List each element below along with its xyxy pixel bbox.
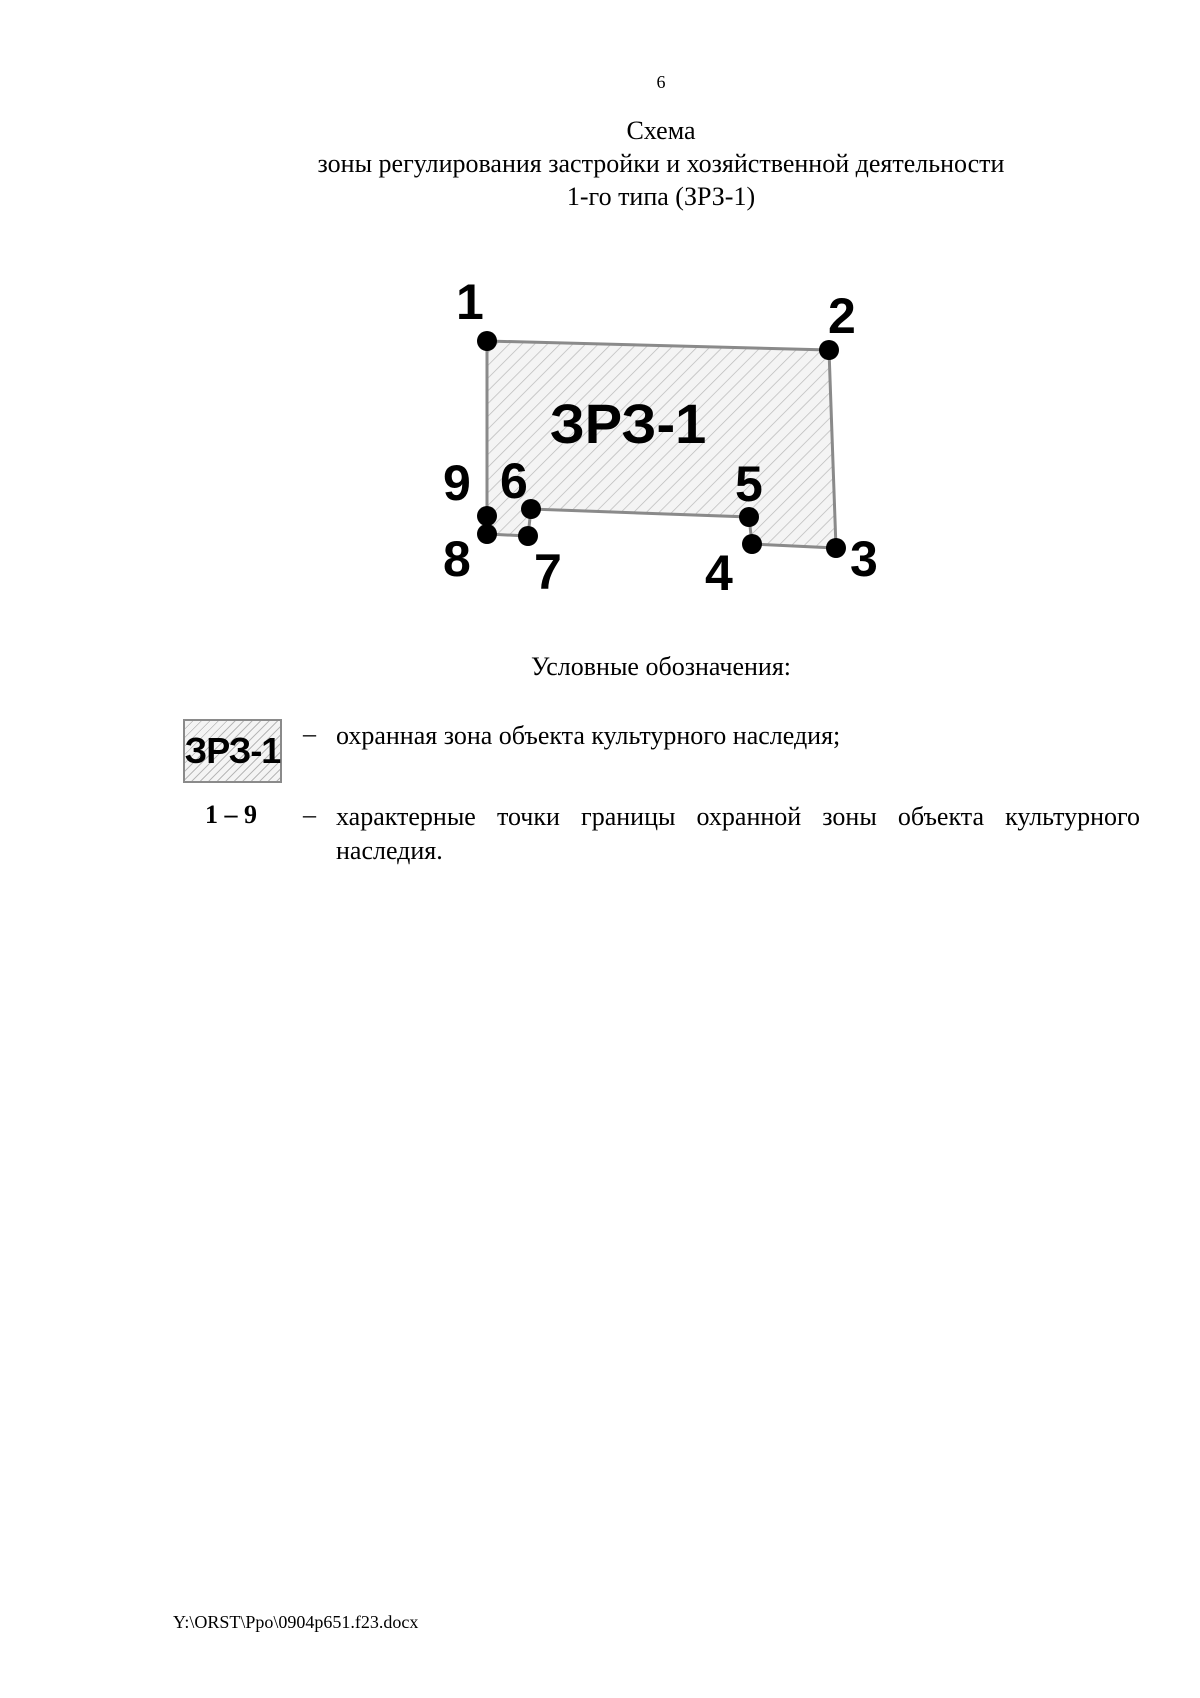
point-2-label: 2	[828, 288, 856, 344]
point-6-label: 6	[500, 453, 528, 509]
scheme-title: Схема зоны регулирования застройки и хоз…	[0, 114, 1200, 213]
point-3-label: 3	[850, 531, 878, 587]
page-number: 6	[656, 72, 666, 92]
footer-file-path: Y:\ORST\Ppo\0904p651.f23.docx	[173, 1612, 419, 1632]
scheme-title-line-1: Схема	[626, 116, 696, 145]
zone-label: ЗРЗ-1	[550, 392, 707, 455]
point-9-label: 9	[443, 455, 471, 511]
scheme-title-line-2: зоны регулирования застройки и хозяйстве…	[317, 149, 1005, 178]
legend-zone-symbol: ЗРЗ-1	[183, 719, 282, 783]
zone-polygon	[485, 339, 838, 550]
legend-dash-2: –	[303, 800, 316, 829]
legend-zone-symbol-label: ЗРЗ-1	[184, 730, 282, 771]
boundary-points	[477, 331, 846, 558]
point-1-marker	[477, 331, 497, 351]
point-7-label: 7	[534, 544, 562, 600]
point-8-marker	[477, 524, 497, 544]
legend-dash-1: –	[303, 719, 316, 748]
point-1-label: 1	[456, 274, 484, 330]
legend-points-description: характерные точки границы охранной зоны …	[336, 802, 1140, 865]
legend-points-range: 1 – 9	[205, 800, 257, 829]
point-6-marker	[521, 499, 541, 519]
point-7-marker	[518, 526, 538, 546]
legend-title: Условные обозначения:	[530, 652, 792, 681]
point-4-marker	[742, 534, 762, 554]
point-3-marker	[826, 538, 846, 558]
point-9-marker	[477, 506, 497, 526]
point-5-marker	[739, 507, 759, 527]
point-labels: 1 2 3 4 5 6 7 8 9	[443, 274, 878, 601]
legend-zone-description: охранная зона объекта культурного наслед…	[336, 721, 841, 750]
scheme-title-line-3: 1-го типа (ЗРЗ-1)	[566, 182, 756, 211]
point-5-label: 5	[735, 456, 763, 512]
point-8-label: 8	[443, 531, 471, 587]
point-2-marker	[819, 340, 839, 360]
point-4-label: 4	[705, 545, 733, 601]
